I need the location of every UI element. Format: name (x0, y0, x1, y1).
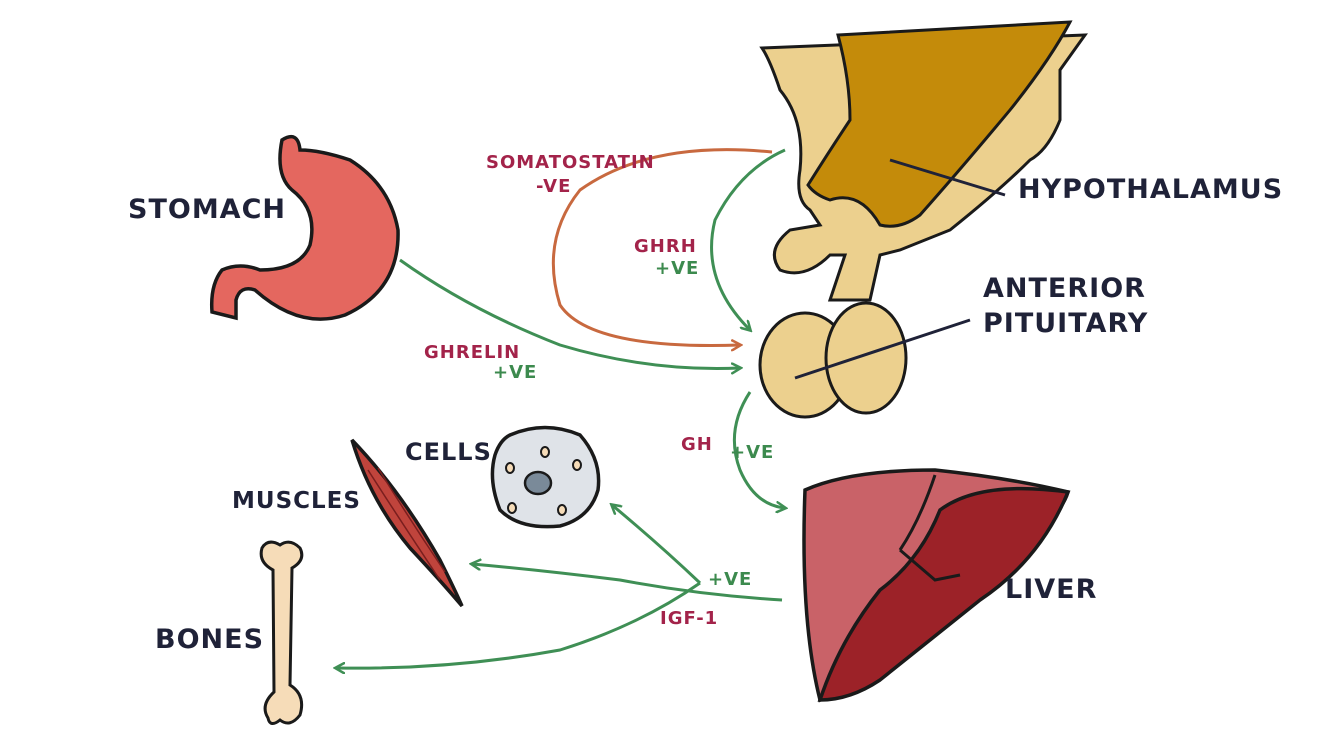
igf1-to-cells-arrow (612, 505, 702, 585)
stomach-shape (209, 134, 400, 321)
bone-illustration (259, 540, 304, 725)
liver-fissure (898, 474, 961, 582)
gh-effect-label: +VE (730, 442, 774, 463)
igf1-to-bones-arrow (336, 581, 701, 668)
ghrh-effect-label: +VE (655, 258, 699, 279)
stomach-label: STOMACH (128, 194, 286, 225)
igf1-to-muscles-arrow (472, 564, 783, 602)
muscles-label: MUSCLES (232, 488, 361, 514)
igf1-label: IGF-1 (660, 608, 718, 629)
anterior-pituitary-label-line2: PITUITARY (983, 308, 1148, 339)
muscle-fibers (367, 467, 446, 581)
cell-organelle (557, 504, 567, 516)
somatostatin-arrow (551, 148, 773, 346)
bone-shape (259, 540, 304, 725)
somatostatin-label: SOMATOSTATIN (486, 152, 655, 173)
liver-illustration (802, 468, 1071, 703)
cell-organelle (572, 459, 582, 471)
ghrelin-label: GHRELIN (424, 342, 520, 363)
ghrh-arrow (710, 148, 786, 330)
somatostatin-effect-label: -VE (536, 176, 571, 197)
hypothalamus-shape (806, 20, 1073, 228)
anterior-pituitary-label-line1: ANTERIOR (983, 273, 1146, 304)
anterior-pituitary-lobe-right (824, 301, 908, 415)
gh-label: GH (681, 434, 713, 455)
cell-organelle (540, 446, 550, 458)
stomach-illustration (209, 134, 400, 321)
pituitary-pointer (794, 318, 971, 380)
ghrelin-arrow (399, 258, 740, 369)
cells-label: CELLS (405, 438, 492, 466)
bones-label: BONES (155, 624, 264, 655)
hypothalamus-pituitary-illustration (758, 20, 1089, 419)
ghrelin-effect-label: +VE (493, 362, 537, 383)
gh-arrow (732, 391, 785, 508)
muscle-shape (350, 438, 464, 608)
cell-organelle (505, 462, 515, 474)
ghrh-label: GHRH (634, 236, 697, 257)
liver-left-lobe (817, 486, 1071, 702)
arrows (336, 148, 786, 669)
hypothalamus-pointer (889, 158, 1006, 197)
liver-label: LIVER (1005, 574, 1097, 605)
muscle-illustration (350, 438, 464, 608)
igf1-effect-label: +VE (708, 569, 752, 590)
cell-nucleus (523, 470, 553, 496)
hypothalamus-label: HYPOTHALAMUS (1018, 174, 1283, 205)
cell-organelle (507, 502, 517, 514)
cell-illustration (490, 425, 601, 529)
